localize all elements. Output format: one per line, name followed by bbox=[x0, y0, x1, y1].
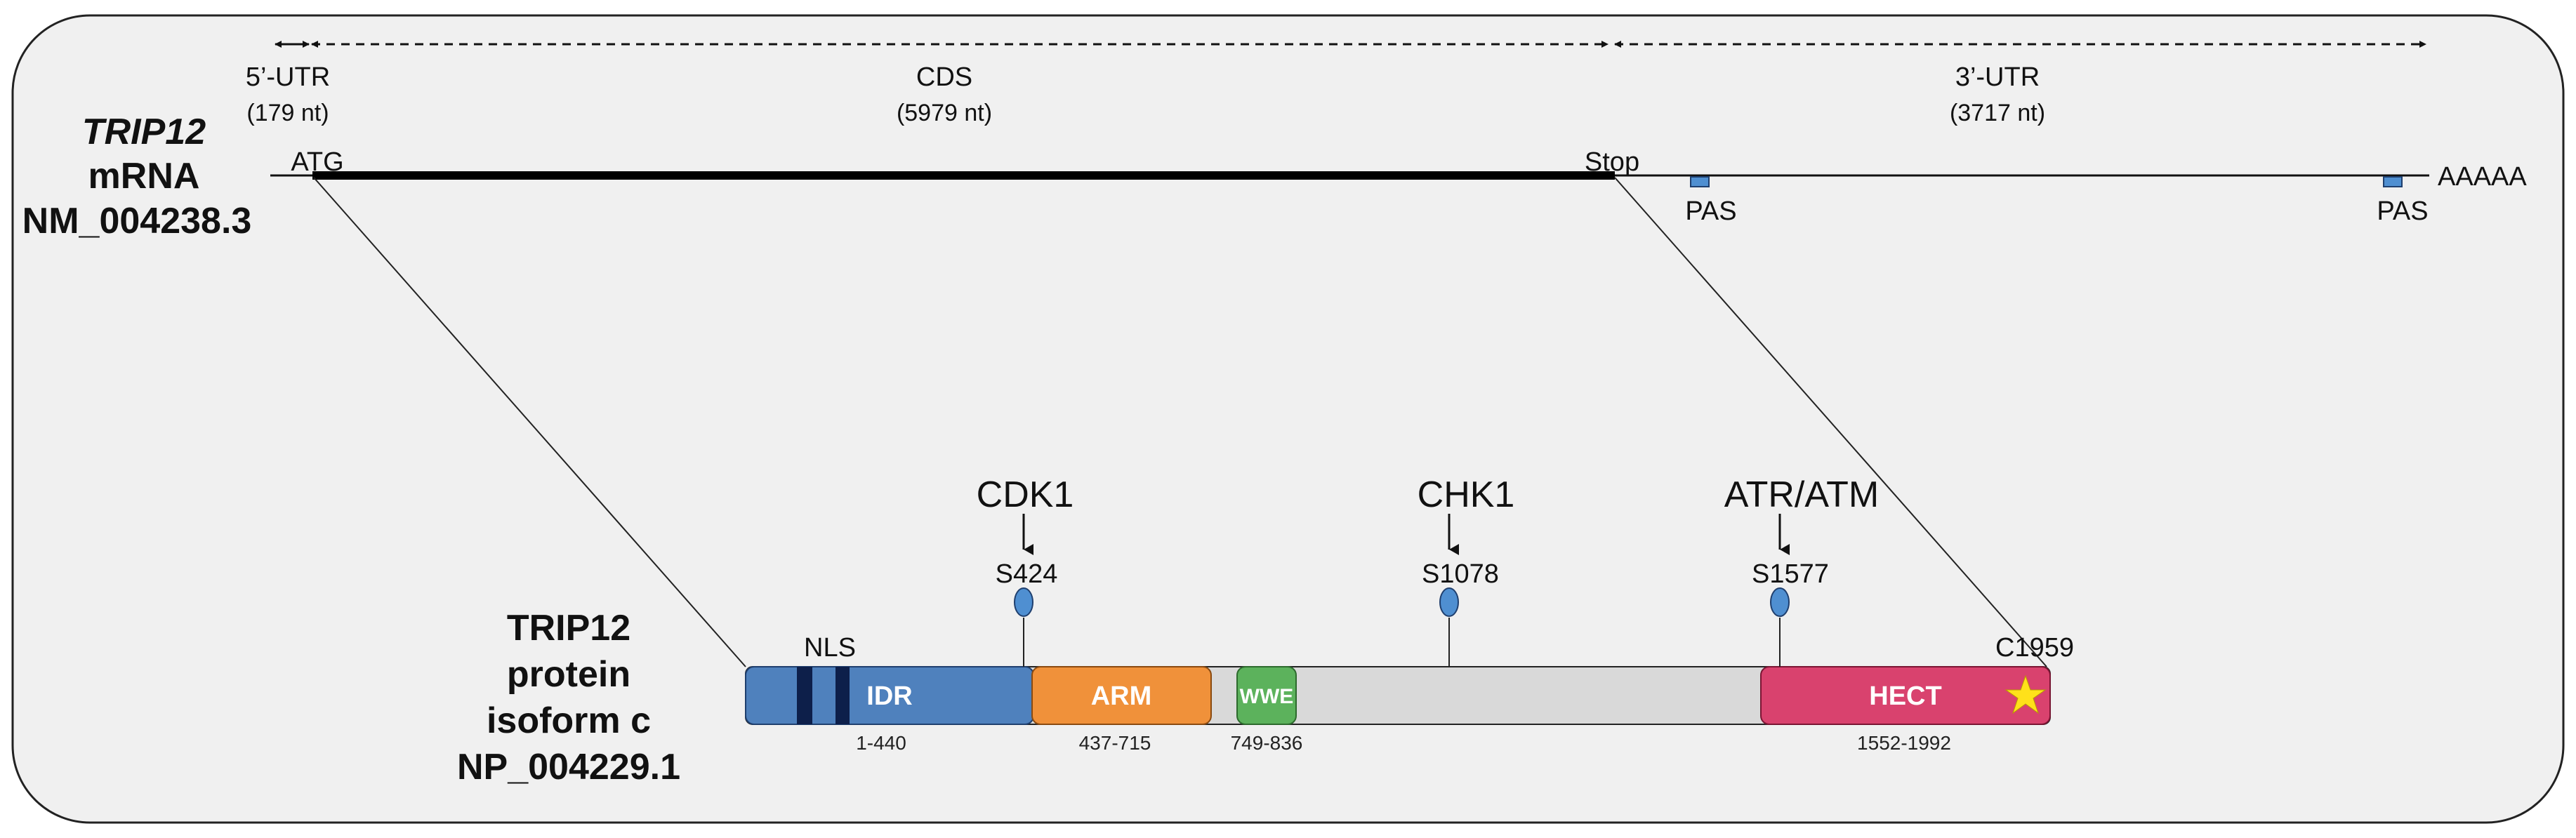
connector-stop bbox=[1614, 177, 2047, 667]
pas-box-2 bbox=[2383, 176, 2403, 187]
site-atr-atm: ATR/ATM S1577 bbox=[1724, 474, 1880, 667]
cds-label: CDS bbox=[916, 62, 972, 92]
domain-hect bbox=[1760, 666, 2051, 725]
site-chk1: CHK1 S1078 bbox=[1418, 474, 1515, 667]
utr3-length: (3717 nt) bbox=[1950, 100, 2045, 126]
protein-section: TRIP12 protein isoform c NP_004229.1 NLS… bbox=[457, 474, 2074, 787]
star-icon bbox=[2004, 674, 2047, 714]
domain-wwe-label: WWE bbox=[1240, 685, 1294, 708]
protein-gene-name: TRIP12 bbox=[507, 608, 630, 649]
protein-type-label: protein bbox=[507, 654, 630, 695]
protein-isoform-label: isoform c bbox=[487, 700, 651, 741]
domain-idr-label: IDR bbox=[866, 681, 912, 711]
site-marker-s1577 bbox=[1770, 587, 1790, 617]
domain-arm bbox=[1031, 666, 1212, 725]
residue-label-s424: S424 bbox=[996, 559, 1058, 589]
kinase-label-chk1: CHK1 bbox=[1418, 474, 1515, 515]
kinase-label-atr-atm: ATR/ATM bbox=[1724, 474, 1880, 515]
pas-box-1 bbox=[1690, 176, 1710, 187]
site-marker-s424 bbox=[1014, 587, 1033, 617]
mrna-type-label: mRNA bbox=[88, 156, 200, 197]
domain-wwe-range: 749-836 bbox=[1231, 732, 1303, 754]
panel-background bbox=[11, 14, 2565, 824]
domain-hect-range: 1552-1992 bbox=[1857, 732, 1951, 754]
polya-tail-label: AAAAA bbox=[2438, 162, 2527, 192]
domain-wwe bbox=[1236, 666, 1297, 725]
stop-codon-label: Stop bbox=[1585, 147, 1639, 177]
nls-label: NLS bbox=[804, 633, 856, 663]
utr5-length: (179 nt) bbox=[246, 100, 329, 126]
site-marker-s1078 bbox=[1439, 587, 1459, 617]
domain-arm-label: ARM bbox=[1091, 681, 1152, 711]
mrna-section: 5’-UTR (179 nt) CDS (5979 nt) 3’-UTR (37… bbox=[22, 41, 2527, 241]
mrna-accession: NM_004238.3 bbox=[22, 201, 252, 241]
utr5-label: 5’-UTR bbox=[246, 62, 330, 92]
catalytic-residue-label: C1959 bbox=[1995, 633, 2074, 663]
connector-start bbox=[313, 177, 746, 667]
nls-bar-1 bbox=[797, 667, 812, 724]
pas-label-2: PAS bbox=[2377, 197, 2428, 226]
kinase-label-cdk1: CDK1 bbox=[977, 474, 1074, 515]
mrna-gene-name: TRIP12 bbox=[82, 112, 206, 152]
site-cdk1: CDK1 S424 bbox=[977, 474, 1074, 667]
cds-length: (5979 nt) bbox=[897, 100, 992, 126]
domain-hect-label: HECT bbox=[1869, 681, 1941, 711]
nls-bar-2 bbox=[835, 667, 850, 724]
domain-arm-range: 437-715 bbox=[1079, 732, 1151, 754]
start-codon-label: ATG bbox=[291, 147, 343, 177]
protein-accession: NP_004229.1 bbox=[457, 747, 680, 787]
domain-idr-range: 1-440 bbox=[856, 732, 906, 754]
pas-label-1: PAS bbox=[1685, 197, 1736, 226]
utr3-label: 3’-UTR bbox=[1955, 62, 2040, 92]
residue-label-s1078: S1078 bbox=[1422, 559, 1499, 589]
residue-label-s1577: S1577 bbox=[1752, 559, 1829, 589]
